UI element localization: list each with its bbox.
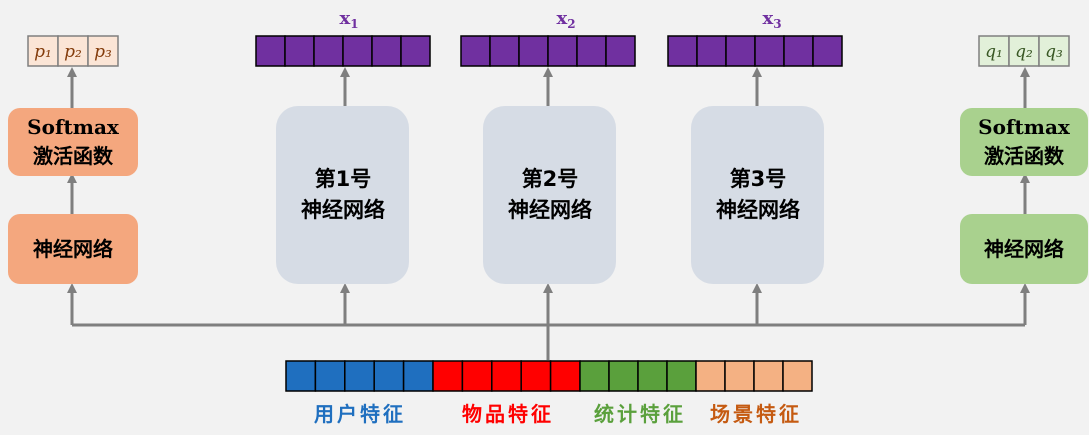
item-feature-label: 物品特征 [462,402,554,426]
expert-3: x3 第3号 神经网络 [667,8,843,284]
user-feature-label: 用户特征 [314,402,406,426]
expert-2-title: 第2号 [522,167,579,191]
expert-1-network-box [276,106,409,284]
connector-lines [67,67,1030,360]
expert-2-output-label: x2 [556,8,575,31]
user-feature-cells [285,360,434,392]
right-branch: q₁ q₂ q₃ Softmax 激活函数 神经网络 [960,35,1088,284]
expert-3-network-box [691,106,824,284]
expert-2-output-vector [460,35,636,67]
expert-3-output-label: x3 [762,8,781,31]
right-output-q2: q₂ [1015,42,1033,62]
right-network-label: 神经网络 [984,237,1064,261]
expert-1: x1 第1号 神经网络 [255,8,431,284]
right-softmax-label: Softmax [978,115,1071,139]
right-output-cells: q₁ q₂ q₃ [978,35,1070,67]
right-output-q3: q₃ [1045,42,1063,62]
expert-2-network-box [483,106,616,284]
expert-1-output-vector [255,35,431,67]
left-output-p2: p₂ [64,42,82,62]
right-softmax-sublabel: 激活函数 [984,144,1065,168]
left-network-box [8,214,138,284]
left-branch: p₁ p₂ p₃ Softmax 激活函数 神经网络 [8,35,138,284]
expert-3-output-vector [667,35,843,67]
expert-1-subtitle: 神经网络 [301,198,385,222]
item-feature-cells [432,360,581,392]
left-output-p1: p₁ [34,42,52,62]
expert-1-title: 第1号 [315,167,372,191]
left-softmax-label: Softmax [27,115,120,139]
left-network-label: 神经网络 [33,237,113,261]
expert-3-title: 第3号 [730,167,787,191]
expert-2-subtitle: 神经网络 [508,198,592,222]
stat-feature-cells [579,360,697,392]
expert-1-output-label: x1 [339,8,358,31]
stat-feature-label: 统计特征 [594,402,686,426]
scene-feature-label: 场景特征 [710,402,802,426]
right-output-q1: q₁ [985,42,1003,62]
feature-vector [285,360,813,392]
left-softmax-box [8,108,138,176]
right-network-box [960,214,1088,284]
left-output-cells: p₁ p₂ p₃ [27,35,119,67]
right-softmax-box [960,108,1088,176]
left-softmax-sublabel: 激活函数 [33,144,114,168]
left-output-p3: p₃ [94,42,112,62]
expert-3-subtitle: 神经网络 [716,198,800,222]
scene-feature-cells [695,360,813,392]
expert-2: x2 第2号 神经网络 [460,8,636,284]
